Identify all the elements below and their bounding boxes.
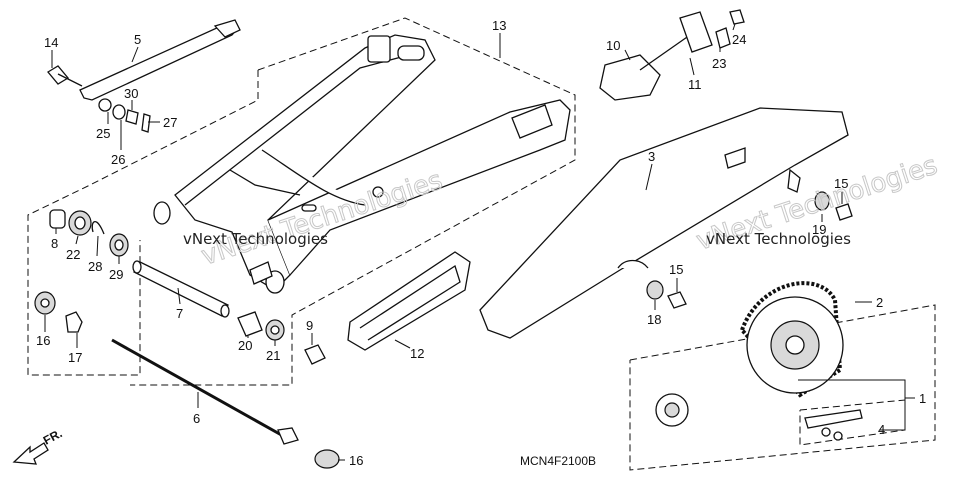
hardware (34, 98, 853, 469)
callout-15-middle: 15 (669, 262, 683, 277)
callout-3: 3 (648, 149, 655, 164)
callout-5: 5 (134, 32, 141, 47)
diagram-code: MCN4F2100B (520, 454, 596, 468)
callout-14: 14 (44, 35, 58, 50)
callout-6: 6 (193, 411, 200, 426)
front-arrow: FR. (12, 426, 64, 465)
callout-30: 30 (124, 86, 138, 101)
callout-1: 1 (919, 391, 926, 406)
callout-21: 21 (266, 348, 280, 363)
watermark-left: vNext Technologies (183, 230, 328, 248)
watermark-right: vNext Technologies (706, 230, 851, 248)
callout-13: 13 (492, 18, 506, 33)
callout-19: 19 (812, 222, 826, 237)
callout-17: 17 (68, 350, 82, 365)
leader-lines (44, 23, 915, 461)
chain-adjuster (599, 9, 745, 101)
callout-18: 18 (647, 312, 661, 327)
callout-4: 4 (878, 422, 885, 437)
callout-16-left: 16 (36, 333, 50, 348)
chain-slider (347, 251, 471, 351)
callout-12: 12 (410, 346, 424, 361)
chain-case (479, 107, 849, 339)
callout-15-right: 15 (834, 176, 848, 191)
callout-23: 23 (712, 56, 726, 71)
callout-9: 9 (306, 318, 313, 333)
front-arrow-icon (12, 442, 49, 465)
callout-26: 26 (111, 152, 125, 167)
drive-chain (655, 281, 863, 441)
callout-20: 20 (238, 338, 252, 353)
callout-labels: 14 5 30 25 27 26 13 10 24 23 11 3 15 19 … (36, 18, 926, 468)
callout-10: 10 (606, 38, 620, 53)
callout-2: 2 (876, 295, 883, 310)
torque-link (47, 19, 241, 101)
callout-25: 25 (96, 126, 110, 141)
callout-29: 29 (109, 267, 123, 282)
callout-28: 28 (88, 259, 102, 274)
swingarm (153, 34, 571, 294)
callout-24: 24 (732, 32, 746, 47)
callout-22: 22 (66, 247, 80, 262)
callout-16-bottom: 16 (349, 453, 363, 468)
callout-27: 27 (163, 115, 177, 130)
callout-7: 7 (176, 306, 183, 321)
callout-11: 11 (688, 77, 702, 92)
callout-8: 8 (51, 236, 58, 251)
